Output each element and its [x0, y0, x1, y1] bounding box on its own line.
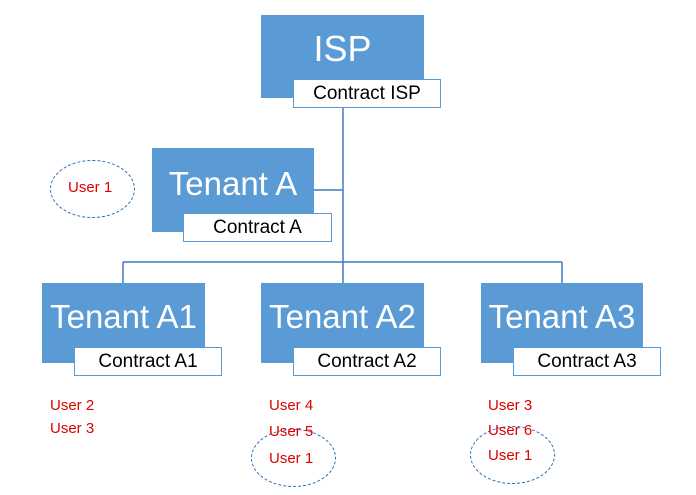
tenant-a1-user-3: User 3 [50, 420, 95, 437]
tenant-a3-user-3: User 3 [488, 397, 533, 414]
tenant-a2-user-5: User 5 [269, 423, 314, 440]
tenant-a2-user-ellipse [251, 429, 336, 487]
tenant-a1-contract-label: Contract A1 [98, 350, 198, 372]
tenant-a3-contract-box: Contract A3 [513, 347, 661, 376]
tenant-a-user-label: User 1 [68, 179, 113, 196]
tenant-a2-user-4: User 4 [269, 397, 314, 414]
tenant-a1-contract-box: Contract A1 [74, 347, 222, 376]
isp-contract-label: Contract ISP [313, 82, 421, 104]
tenant-a2-title: Tenant A2 [269, 298, 416, 335]
tenant-a3-user-1: User 1 [488, 447, 533, 464]
tenant-a2-contract-box: Contract A2 [293, 347, 441, 376]
tenant-a-title: Tenant A [168, 165, 298, 202]
tenant-a2-user-1: User 1 [269, 450, 314, 467]
tenant-a3-contract-label: Contract A3 [537, 350, 637, 372]
tenant-a1-user-2: User 2 [50, 397, 95, 414]
tenant-a2-contract-label: Contract A2 [317, 350, 417, 372]
tenant-a-contract-label: Contract A [213, 216, 302, 238]
tenant-a1-title: Tenant A1 [50, 298, 197, 335]
isp-contract-box: Contract ISP [293, 79, 441, 108]
tenant-a-user-ellipse [50, 160, 135, 218]
tenant-a3-user-ellipse [470, 426, 555, 484]
tenant-a3-title: Tenant A3 [488, 298, 636, 335]
tenant-a3-user-6: User 6 [488, 422, 533, 439]
tenant-a-contract-box: Contract A [183, 213, 332, 242]
isp-title: ISP [313, 28, 372, 69]
